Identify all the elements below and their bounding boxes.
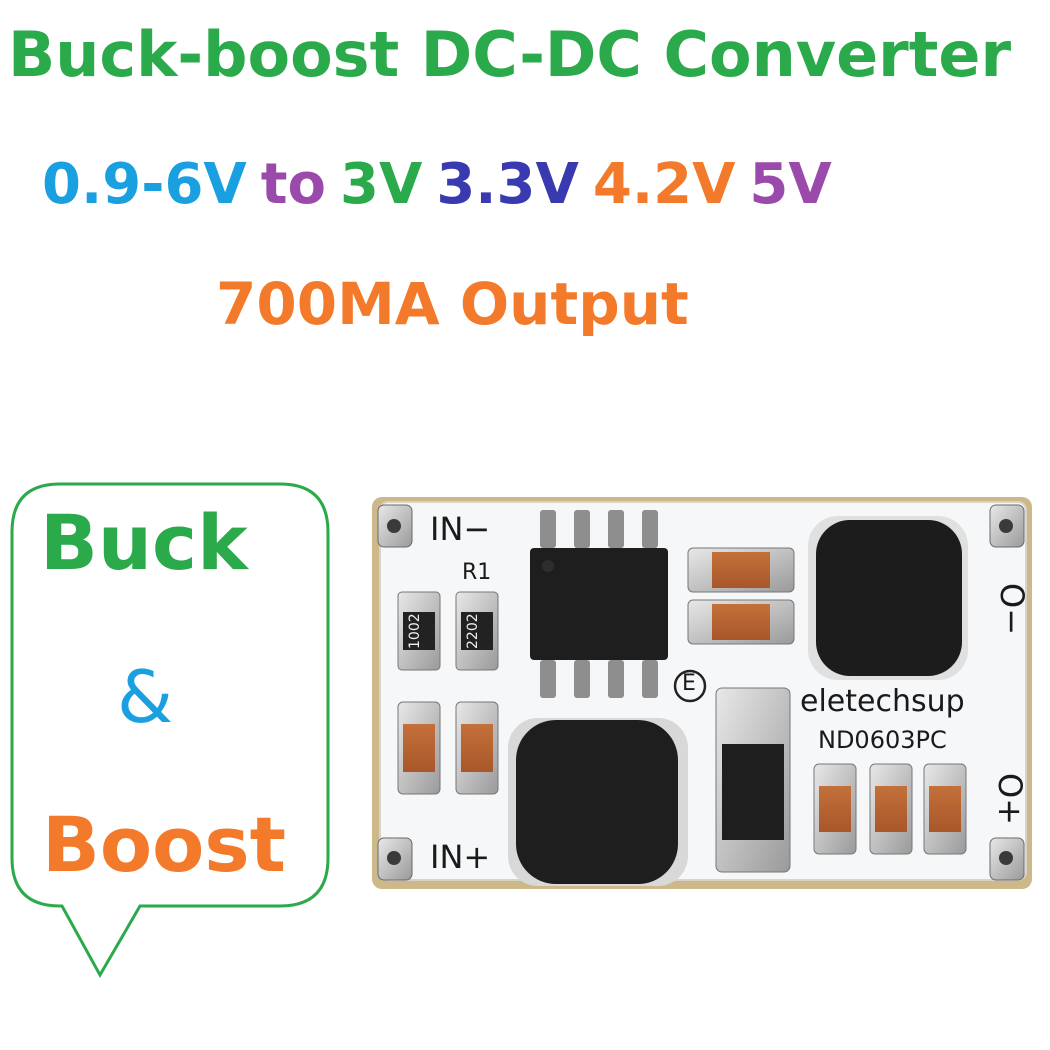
inductor-bottom [508, 718, 688, 886]
capacitor-left-1 [397, 701, 441, 795]
label-in-minus: IN− [430, 510, 491, 548]
output-4v2: 4.2V [592, 152, 736, 217]
label-in-plus: IN+ [430, 838, 491, 876]
input-range: 0.9-6V [42, 152, 247, 217]
output-5v: 5V [749, 152, 832, 217]
ic-chip [530, 510, 668, 698]
logo-e-ring [673, 669, 707, 703]
inductor-top [808, 516, 968, 680]
label-out-minus: O− [993, 583, 1031, 635]
model-label: ND0603PC [818, 726, 947, 754]
output-3v3: 3.3V [436, 152, 579, 217]
logo-e-letter: E [682, 671, 696, 696]
resistor-left [397, 591, 441, 671]
mount-pad-bottom-right [989, 837, 1025, 881]
resistor-code-left: 1002 [407, 613, 423, 649]
mount-pad-bottom-left [377, 837, 413, 881]
resistor-code-right: 2202 [465, 613, 481, 649]
bubble-ampersand: & [117, 655, 174, 739]
bubble-boost-label: Boost [42, 800, 286, 889]
page-title: Buck-boost DC-DC Converter [8, 18, 1012, 91]
mount-pad-top-left [377, 504, 413, 548]
capacitor-out-3 [923, 763, 967, 855]
capacitor-top-1 [687, 547, 795, 593]
current-rating: 700MA Output [216, 270, 689, 338]
resistor-right [455, 591, 499, 671]
brand-label: eletechsup [800, 684, 965, 719]
label-out-plus: O+ [991, 773, 1029, 825]
mount-pad-top-right [989, 504, 1025, 548]
capacitor-left-2 [455, 701, 499, 795]
bubble-buck-label: Buck [40, 498, 248, 587]
output-3v: 3V [340, 152, 423, 217]
capacitor-top-2 [687, 599, 795, 645]
label-r1: R1 [462, 560, 492, 585]
capacitor-out-2 [869, 763, 913, 855]
to-word: to [260, 152, 326, 217]
capacitor-out-1 [813, 763, 857, 855]
diode [715, 687, 791, 873]
